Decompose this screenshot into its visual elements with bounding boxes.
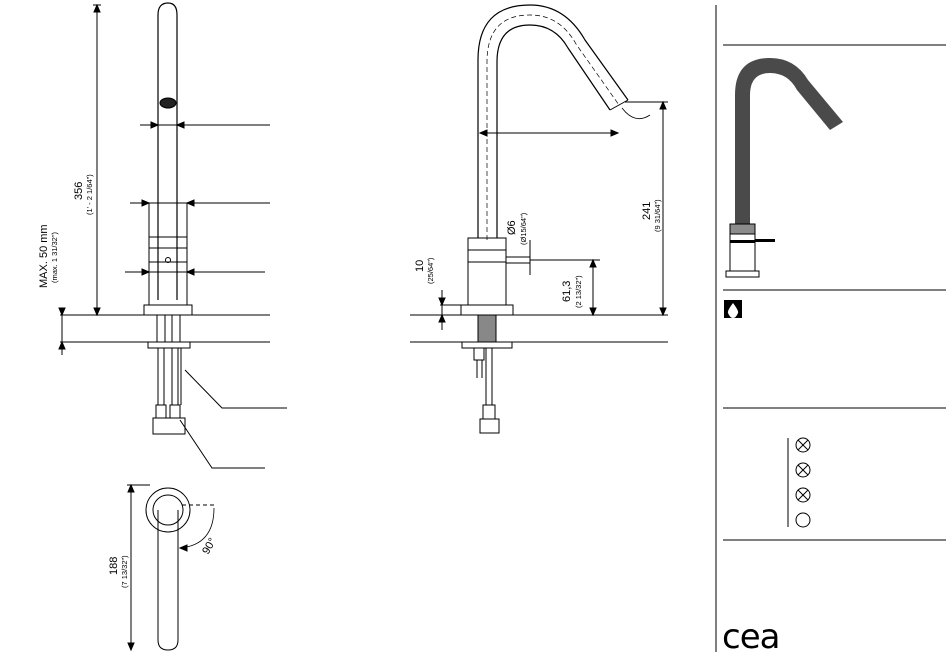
lever-height-label: 61,3 xyxy=(561,281,573,302)
base-height-label: 10 xyxy=(414,260,426,272)
brand-logo: cea xyxy=(722,617,779,655)
height-total-imperial: (1' - 2 1/64") xyxy=(85,174,94,215)
side-view xyxy=(410,5,668,433)
product-silhouette xyxy=(726,58,843,277)
plan-view xyxy=(127,485,214,650)
base-height-imperial: (25/64") xyxy=(426,257,435,284)
plan-length-imperial: (7 13/32") xyxy=(120,555,129,588)
crossed-circle-icon xyxy=(796,438,810,452)
spout-reach-imperial: (9 31/64") xyxy=(653,199,662,232)
crossed-circle-icon xyxy=(796,488,810,502)
height-total-label: 356 xyxy=(73,182,85,200)
plan-length-label: 188 xyxy=(108,557,120,575)
open-circle-icon xyxy=(796,513,810,527)
flow-symbols xyxy=(788,438,810,527)
water-drop-icon xyxy=(724,300,742,318)
info-panel xyxy=(716,5,946,652)
lever-height-imperial: (2 13/32") xyxy=(574,275,583,308)
outlet-diameter-imperial: (Ø15/64") xyxy=(519,212,528,245)
spout-reach-label: 241 xyxy=(641,202,653,220)
deck-thickness-label: MAX. 50 mm xyxy=(38,224,50,288)
front-view xyxy=(59,3,287,468)
deck-thickness-imperial: (max. 1 31/32") xyxy=(50,231,59,283)
crossed-circle-icon xyxy=(796,463,810,477)
outlet-diameter-label: Ø6 xyxy=(506,220,518,235)
